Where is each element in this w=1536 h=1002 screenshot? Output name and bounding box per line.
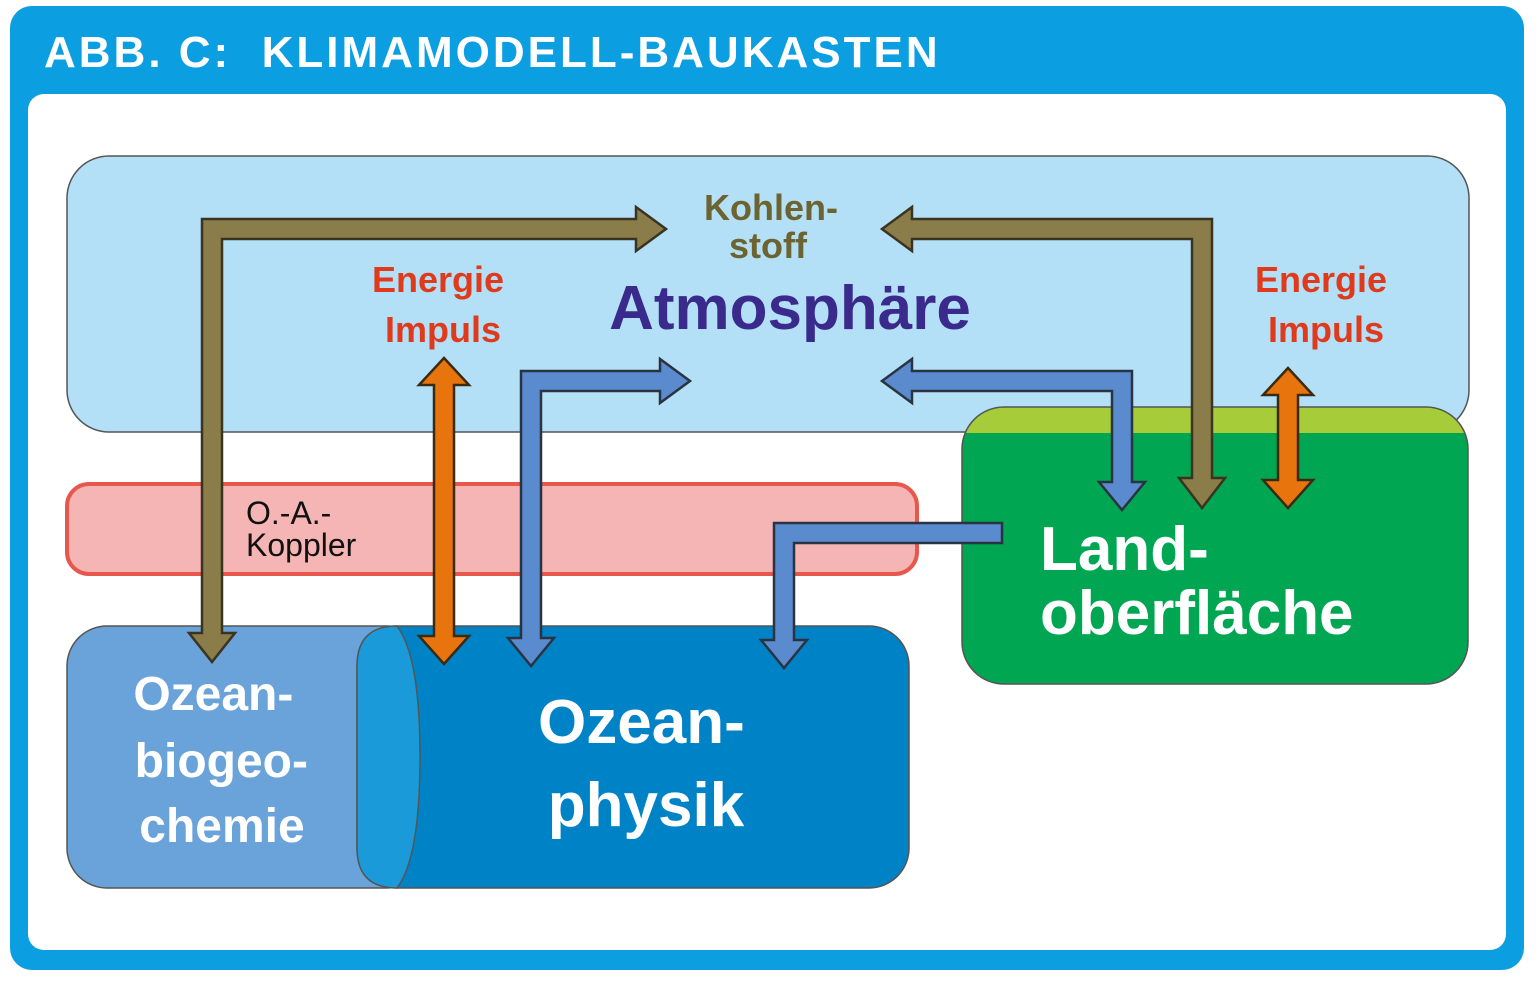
carbon-arrow-atmosphere-land xyxy=(879,204,1228,511)
ocean-physics-box xyxy=(356,625,910,889)
land-surface-box xyxy=(961,406,1469,685)
ocean-overlap xyxy=(356,625,421,889)
energy-arrow-land-atmosphere xyxy=(1260,366,1316,510)
flux-arrow-atmosphere-land xyxy=(879,356,1148,512)
carbon-label: Kohlen- stoff xyxy=(704,187,848,266)
ocean-biogeochemistry-label: Ozean- biogeo- chemie xyxy=(133,668,321,853)
atmosphere-label: Atmosphäre xyxy=(609,274,971,343)
figure-title: ABB. C: KLIMAMODELL-BAUKASTEN xyxy=(44,28,941,77)
energy-momentum-label-land: Energie Impuls xyxy=(1255,259,1397,350)
flux-arrow-ocean-to-atmosphere xyxy=(505,356,693,668)
land-surface-label: Land- oberfläche xyxy=(1040,515,1354,648)
energy-arrow-ocean-atmosphere xyxy=(416,356,472,666)
ocean-physics-label: Ozean- physik xyxy=(538,688,762,840)
flux-arrow-land-to-ocean xyxy=(758,521,1004,670)
energy-momentum-label-ocean: Energie Impuls xyxy=(372,259,514,350)
carbon-arrow-ocean-to-atmosphere xyxy=(186,204,669,665)
coupler-label: O.-A.- Koppler xyxy=(246,495,357,563)
